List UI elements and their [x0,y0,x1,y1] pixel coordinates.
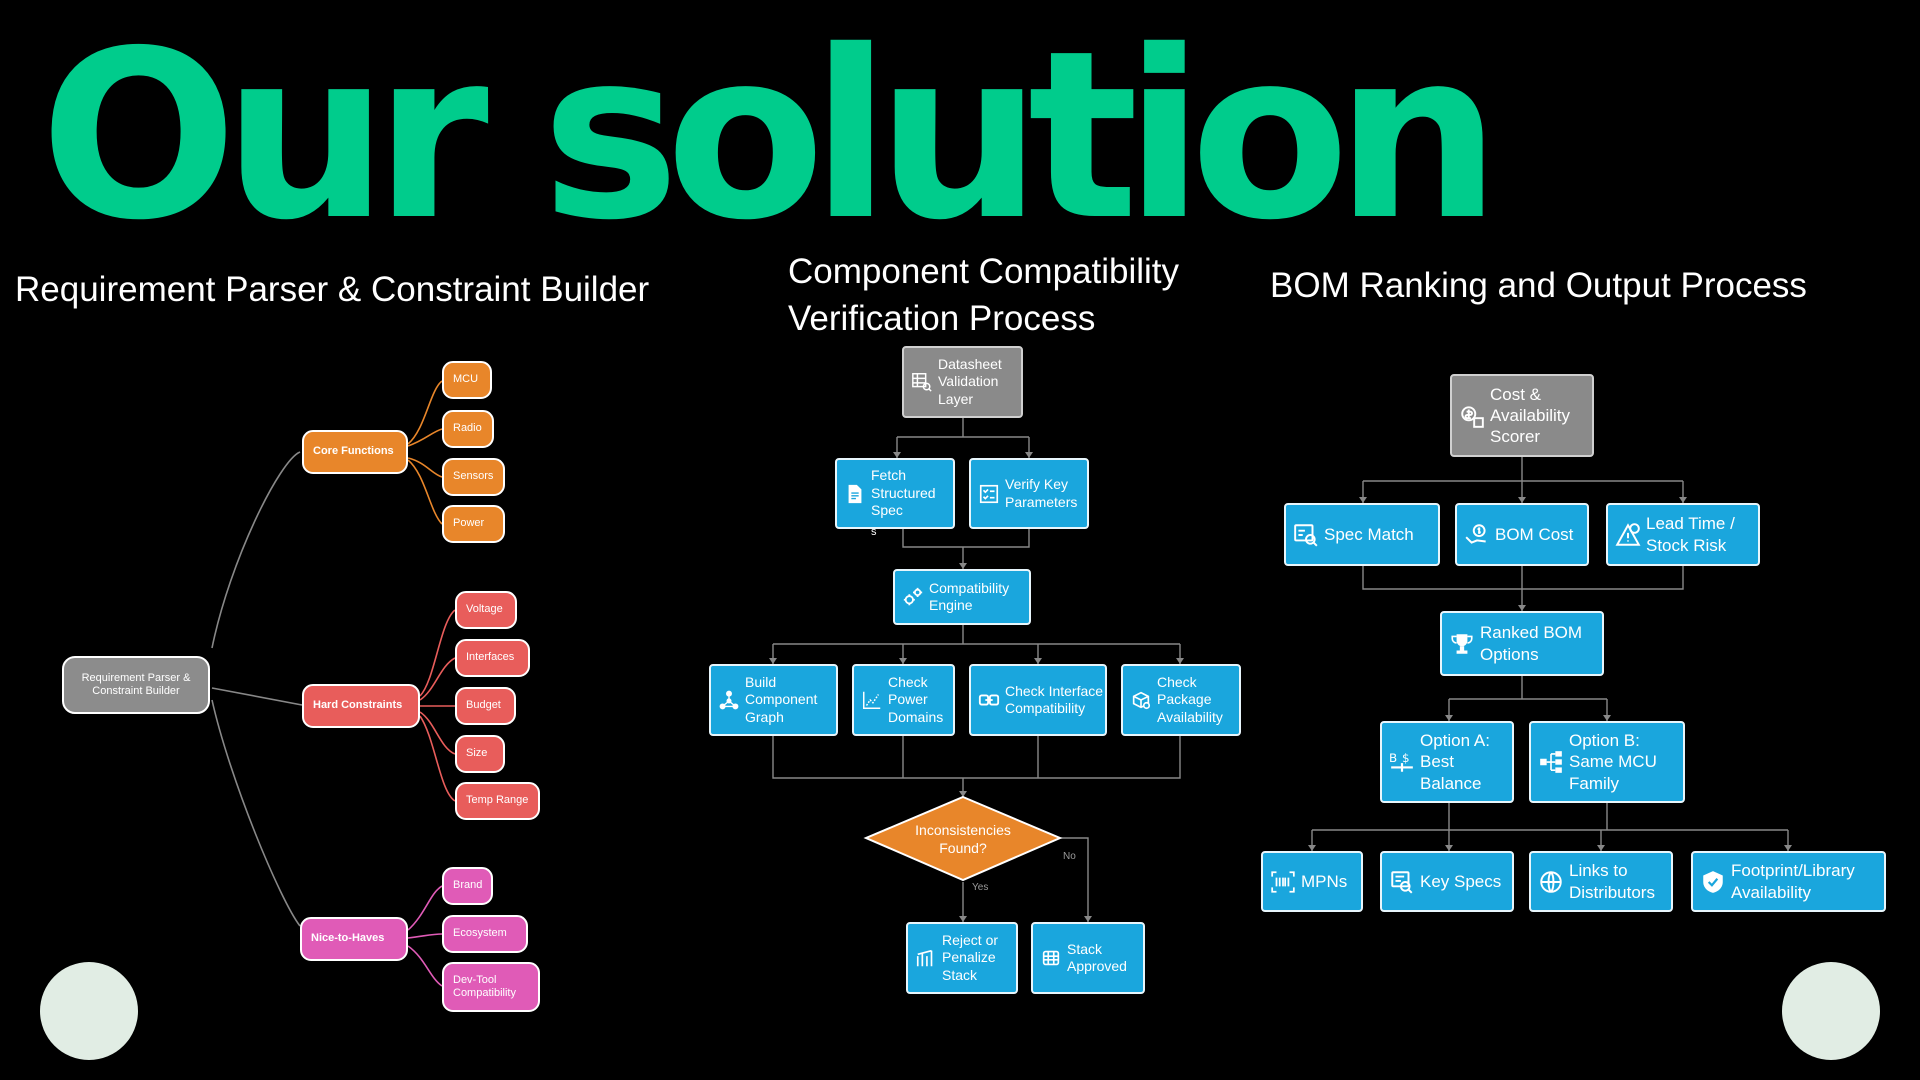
node-option-b: Option B: Same MCU Family [1529,721,1685,803]
decision-yes-label: Yes [972,882,989,893]
mindmap-root: Requirement Parser & Constraint Builder [62,656,210,714]
network-icon [719,690,739,710]
node-label: Spec Match [1324,524,1414,544]
node-check-power-domains: Check Power Domains [852,664,955,736]
stack-icon [1042,950,1060,966]
leaf-radio: Radio [442,410,494,448]
trophy-icon [1451,633,1473,654]
node-reject-or-penalize: Reject or Penalize Stack [906,922,1018,994]
node-label: Option A: Best Balance [1420,731,1490,793]
section-title-parser: Requirement Parser & Constraint Builder [15,270,650,309]
node-label: Links to Distributors [1569,861,1655,902]
node-label: Check Interface Compatibility [1005,682,1104,717]
leaf-voltage: Voltage [455,591,517,629]
checklist-icon [979,484,999,503]
node-label: MPNs [1301,871,1348,891]
node-ranked-bom-options: Ranked BOM Options [1440,611,1604,676]
node-cost-availability-scorer: Cost & Availability Scorer [1450,374,1594,457]
node-label: Check Power Domains [888,673,944,725]
branch-hard-constraints: Hard Constraints [302,684,420,728]
svg-text:B: B [1389,751,1397,765]
leaf-brand: Brand [442,867,493,905]
node-label: Datasheet Validation Layer [938,355,1002,407]
node-compatibility-engine: Compatibility Engine [893,569,1031,625]
fetch-label-overflow: s [871,526,877,538]
node-footprint-library-availability: Footprint/Library Availability [1691,851,1886,912]
node-option-a: B$ Option A: Best Balance [1380,721,1514,803]
node-label: Compatibility Engine [929,579,1010,614]
node-datasheet-validation: Datasheet Validation Layer [902,346,1023,418]
balance-icon: B$ [1389,751,1413,772]
node-label: Footprint/Library Availability [1731,861,1855,902]
decision-diamond [863,795,1063,882]
node-label: Build Component Graph [745,673,818,725]
search-doc-icon [1391,870,1413,894]
branch-nice-to-haves: Nice-to-Haves [300,917,408,961]
node-bom-cost: BOM Cost [1455,503,1589,566]
decision-no-label: No [1063,851,1076,862]
node-stack-approved: Stack Approved [1031,922,1145,994]
leaf-interfaces: Interfaces [455,639,530,677]
node-check-interface-compatibility: Check Interface Compatibility [969,664,1107,736]
node-label: Check Package Availability [1157,673,1223,725]
node-label: Stack Approved [1067,940,1127,975]
node-label: Cost & Availability Scorer [1490,384,1571,447]
node-fetch-structured-spec: Fetch Structured Spec [835,458,955,529]
branch-core-functions: Core Functions [302,430,408,474]
node-lead-time-stock-risk: Lead Time / Stock Risk [1606,503,1760,566]
leaf-size: Size [455,735,505,773]
decision-label: Inconsistencies Found? [915,822,1011,856]
barcode-icon [1271,870,1295,893]
link-icon [978,694,1000,706]
leaf-mcu: MCU [442,361,492,399]
node-label: Fetch Structured Spec [871,467,936,519]
decorative-circle-left [40,962,138,1060]
section-title-ranking: BOM Ranking and Output Process [1270,266,1807,305]
package-icon [1132,691,1151,710]
leaf-ecosystem: Ecosystem [442,915,528,953]
document-icon [848,484,862,503]
node-links-to-distributors: Links to Distributors [1529,851,1673,912]
table-search-icon [912,373,932,392]
node-label: Reject or Penalize Stack [942,931,999,983]
warning-icon [1615,522,1641,546]
leaf-budget: Budget [455,687,516,725]
node-label: Option B: Same MCU Family [1569,731,1657,793]
reject-icon [916,949,933,967]
leaf-dev-tool-compatibility: Dev-Tool Compatibility [442,962,540,1012]
hierarchy-icon [1540,751,1562,773]
node-label: Ranked BOM Options [1480,623,1583,664]
globe-icon [1540,870,1562,893]
node-label: Key Specs [1420,871,1502,891]
section-title-verification-line2: Verification Process [788,299,1096,338]
node-label: BOM Cost [1495,524,1574,544]
cost-icon [1465,523,1486,544]
chart-icon [863,691,881,709]
page-title: Our solution [40,1,1501,271]
gears-icon [903,587,923,606]
svg-text:$: $ [1402,751,1410,765]
node-mpns: MPNs [1261,851,1363,912]
node-label: Lead Time / Stock Risk [1646,514,1735,555]
spec-icon [1294,523,1318,547]
leaf-power: Power [442,505,505,543]
node-build-component-graph: Build Component Graph [709,664,838,736]
node-check-package-availability: Check Package Availability [1121,664,1241,736]
leaf-temp-range: Temp Range [455,782,540,820]
node-key-specs: Key Specs [1380,851,1514,912]
node-verify-key-parameters: Verify Key Parameters [969,458,1089,529]
shield-icon [1703,870,1723,893]
section-title-verification-line1: Component Compatibility [788,252,1180,291]
node-label: Verify Key Parameters [1005,476,1078,510]
money-icon [1461,405,1484,428]
decorative-circle-right [1782,962,1880,1060]
leaf-sensors: Sensors [442,458,505,496]
node-spec-match: Spec Match [1284,503,1440,566]
